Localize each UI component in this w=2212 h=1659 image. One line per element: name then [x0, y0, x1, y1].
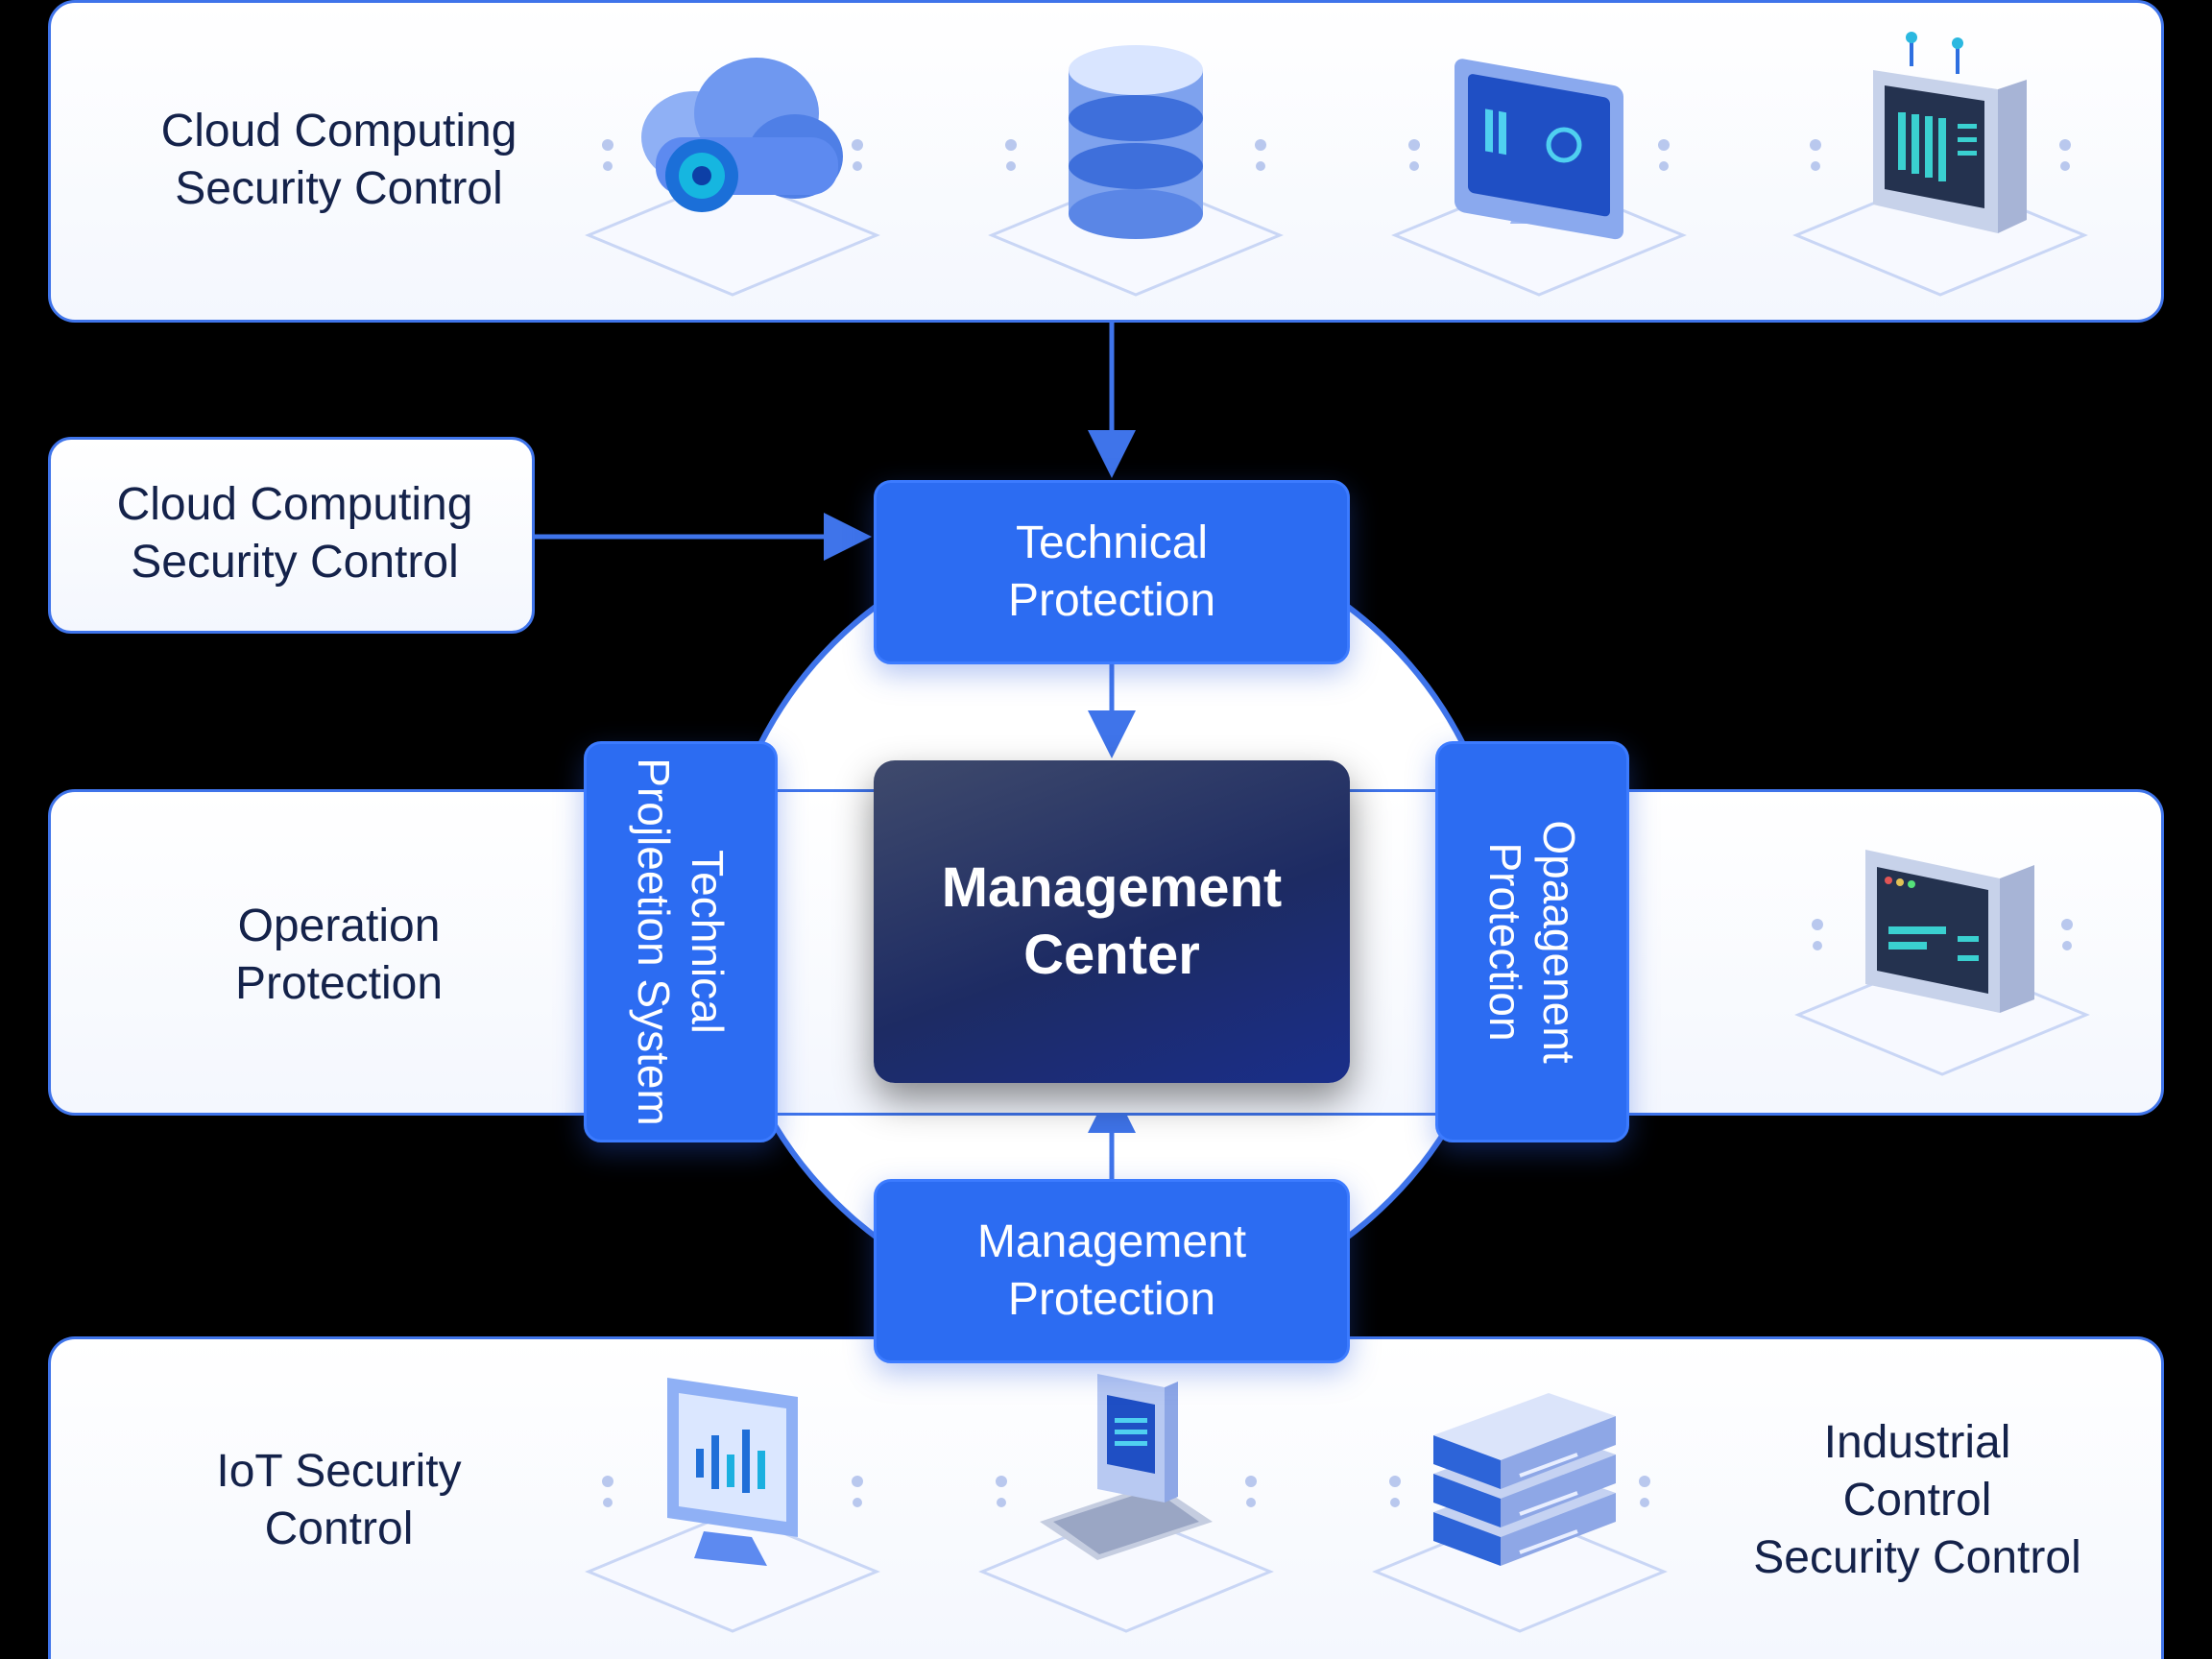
operation-protection-node[interactable]: Opaagenent Protection: [1435, 741, 1629, 1142]
bottom-panel-right-label: Industrial Control Security Control: [1753, 1417, 2081, 1583]
technical-protection-system-label: Technical Projleetion System: [629, 757, 733, 1126]
monitor-icon: [1391, 59, 1687, 297]
server-stack-icon: [1372, 1393, 1668, 1633]
left-box-label: Cloud Computing Security Control: [116, 479, 473, 588]
technical-protection-node[interactable]: Technical Protection: [874, 480, 1350, 664]
top-panel-label: Cloud Computing Security Control: [160, 106, 517, 214]
database-icon: [988, 45, 1284, 297]
left-box: Cloud Computing Security Control: [48, 437, 535, 634]
operation-protection-label: Opaagenent Protection: [1480, 820, 1584, 1064]
workstation-icon: [978, 1374, 1274, 1633]
bottom-panel: IoT Security Control Industrial Control …: [48, 1336, 2164, 1659]
server-screen-icon: [1794, 850, 2090, 1076]
cloud-security-icon: [585, 58, 880, 297]
middle-panel-label: Operation Protection: [234, 901, 444, 1009]
management-protection-node[interactable]: Management Protection: [874, 1179, 1350, 1363]
bottom-panel-left-label: IoT Security Control: [216, 1446, 462, 1554]
management-center-node[interactable]: Management Center: [874, 760, 1350, 1083]
analytics-monitor-icon: [585, 1378, 880, 1633]
top-panel: Cloud Computing Security Control: [48, 0, 2164, 323]
technical-protection-system-node[interactable]: Technical Projleetion System: [584, 741, 778, 1142]
server-rack-icon: [1792, 32, 2088, 297]
